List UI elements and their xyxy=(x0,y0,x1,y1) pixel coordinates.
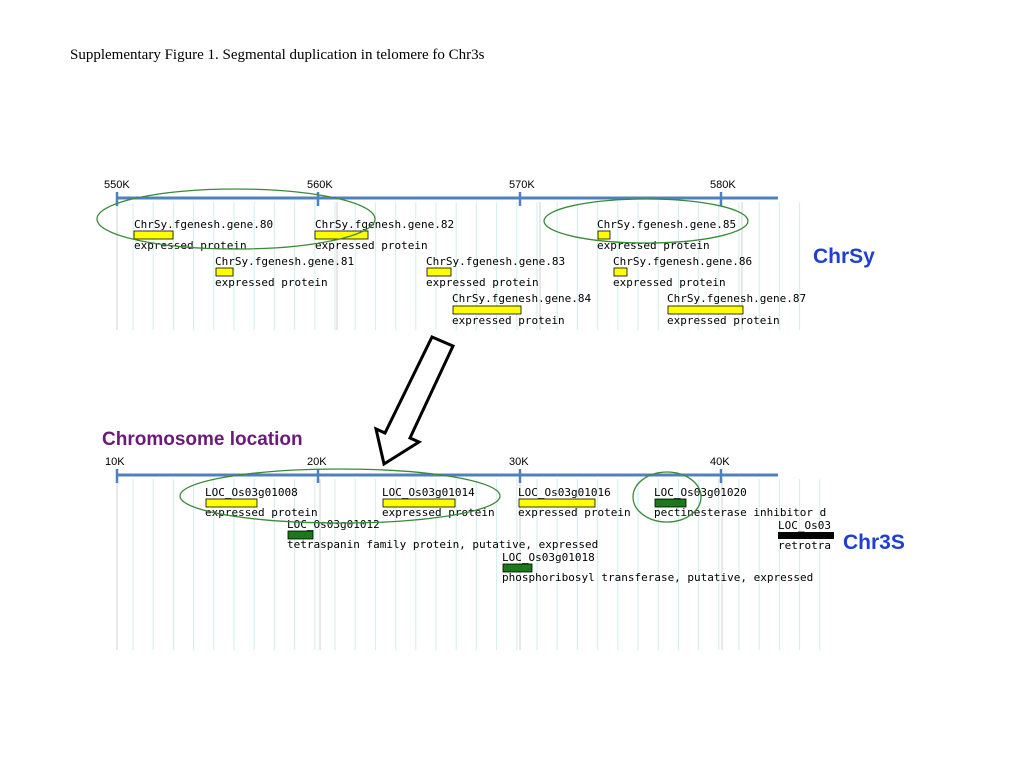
gene-description: retrotra xyxy=(778,539,831,552)
gene-name: ChrSy.fgenesh.gene.87 xyxy=(667,292,806,305)
gene-description: expressed protein xyxy=(134,239,247,252)
gene-description: expressed protein xyxy=(426,276,539,289)
gene-name: ChrSy.fgenesh.gene.86 xyxy=(613,255,752,268)
gene-feature[interactable]: ChrSy.fgenesh.gene.82 expressed protein xyxy=(314,218,454,252)
gene-name: LOC_Os03g01008 xyxy=(205,486,298,499)
chrsy-grid xyxy=(116,202,801,330)
gene-feature[interactable]: ChrSy.fgenesh.gene.86 expressed protein xyxy=(613,255,752,289)
chrsy-label: ChrSy xyxy=(813,245,875,268)
gene-name: LOC_Os03g01016 xyxy=(518,486,611,499)
chr3s-grid xyxy=(116,479,821,650)
chr3s-tick-label: 10K xyxy=(105,456,125,468)
gene-feature[interactable]: ChrSy.fgenesh.gene.83 expressed protein xyxy=(426,255,565,289)
gene-bar[interactable] xyxy=(215,267,234,277)
gene-feature[interactable]: LOC_Os03g01018 phosphoribosyl transferas… xyxy=(502,551,813,584)
duplication-highlight-ellipse xyxy=(632,471,702,523)
gene-bar[interactable] xyxy=(452,305,522,315)
gene-feature[interactable]: ChrSy.fgenesh.gene.84 expressed protein xyxy=(452,292,591,327)
gene-bar[interactable] xyxy=(518,498,596,508)
gene-feature[interactable]: ChrSy.fgenesh.gene.87 expressed protein xyxy=(667,292,806,327)
gene-name: ChrSy.fgenesh.gene.80 xyxy=(134,218,273,231)
gene-feature[interactable]: LOC_Os03g01014 expressed protein xyxy=(382,486,495,519)
gene-bar[interactable] xyxy=(133,230,174,240)
gene-feature[interactable]: LOC_Os03g01012 tetraspanin family protei… xyxy=(287,518,598,551)
gene-description: expressed protein xyxy=(452,314,565,327)
chrsy-track: 550K 560K 570K 580K ChrSy.fgenesh.gene.8… xyxy=(96,179,875,330)
gene-name: ChrSy.fgenesh.gene.85 xyxy=(597,218,736,231)
gene-feature[interactable]: LOC_Os03g01016 expressed protein xyxy=(518,486,631,519)
gene-bar[interactable] xyxy=(205,498,258,508)
chrsy-tick-label: 580K xyxy=(710,179,736,191)
gene-feature[interactable]: LOC_Os03g01020 pectinesterase inhibitor … xyxy=(654,486,826,519)
chr3s-tick-label: 30K xyxy=(509,456,529,468)
gene-bar[interactable] xyxy=(426,267,452,277)
gene-bar[interactable] xyxy=(382,498,456,508)
gene-bar[interactable] xyxy=(597,230,611,240)
gene-bar[interactable] xyxy=(287,530,314,540)
gene-description: expressed protein xyxy=(315,239,428,252)
gene-feature[interactable]: ChrSy.fgenesh.gene.81 expressed protein xyxy=(215,255,354,289)
chrsy-tick-label: 550K xyxy=(104,179,130,191)
gene-description: tetraspanin family protein, putative, ex… xyxy=(287,538,598,551)
gene-bar[interactable] xyxy=(613,267,628,277)
chromosome-location-label: Chromosome location xyxy=(102,429,303,450)
chr3s-label: Chr3S xyxy=(843,531,905,554)
gene-description: expressed protein xyxy=(613,276,726,289)
gene-name: LOC_Os03g01018 xyxy=(502,551,595,564)
gene-bar[interactable] xyxy=(502,563,533,573)
chr3s-tick-label: 40K xyxy=(710,456,730,468)
duplication-highlight-ellipse xyxy=(543,198,749,244)
duplication-highlight-ellipse xyxy=(179,468,501,524)
gene-description: phosphoribosyl transferase, putative, ex… xyxy=(502,571,813,584)
gene-name: LOC_Os03g01012 xyxy=(287,518,380,531)
gene-bar[interactable] xyxy=(778,532,834,539)
duplication-highlight-ellipse xyxy=(96,188,376,250)
chr3s-track: 10K 20K 30K 40K LOC_Os03g01008 expressed… xyxy=(105,456,905,650)
chrsy-tick-label: 570K xyxy=(509,179,535,191)
figure-caption: Supplementary Figure 1. Segmental duplic… xyxy=(70,47,485,63)
gene-name: ChrSy.fgenesh.gene.84 xyxy=(452,292,591,305)
gene-bar[interactable] xyxy=(654,498,687,508)
down-arrow-icon xyxy=(373,335,456,467)
gene-name: LOC_Os03g01014 xyxy=(382,486,475,499)
gene-description: pectinesterase inhibitor d xyxy=(654,506,826,519)
chrsy-tick-label: 560K xyxy=(307,179,333,191)
gene-description: expressed protein xyxy=(382,506,495,519)
gene-name: ChrSy.fgenesh.gene.82 xyxy=(315,218,454,231)
chr3s-tick-label: 20K xyxy=(307,456,327,468)
gene-description: expressed protein xyxy=(518,506,631,519)
gene-name: ChrSy.fgenesh.gene.81 xyxy=(215,255,354,268)
gene-name: ChrSy.fgenesh.gene.83 xyxy=(426,255,565,268)
gene-bar[interactable] xyxy=(667,305,744,315)
gene-description: expressed protein xyxy=(215,276,328,289)
gene-name: LOC_Os03 xyxy=(778,519,831,532)
gene-description: expressed protein xyxy=(667,314,780,327)
gene-feature[interactable]: LOC_Os03 retrotra xyxy=(778,519,834,552)
gene-feature[interactable]: ChrSy.fgenesh.gene.80 expressed protein xyxy=(133,218,273,252)
